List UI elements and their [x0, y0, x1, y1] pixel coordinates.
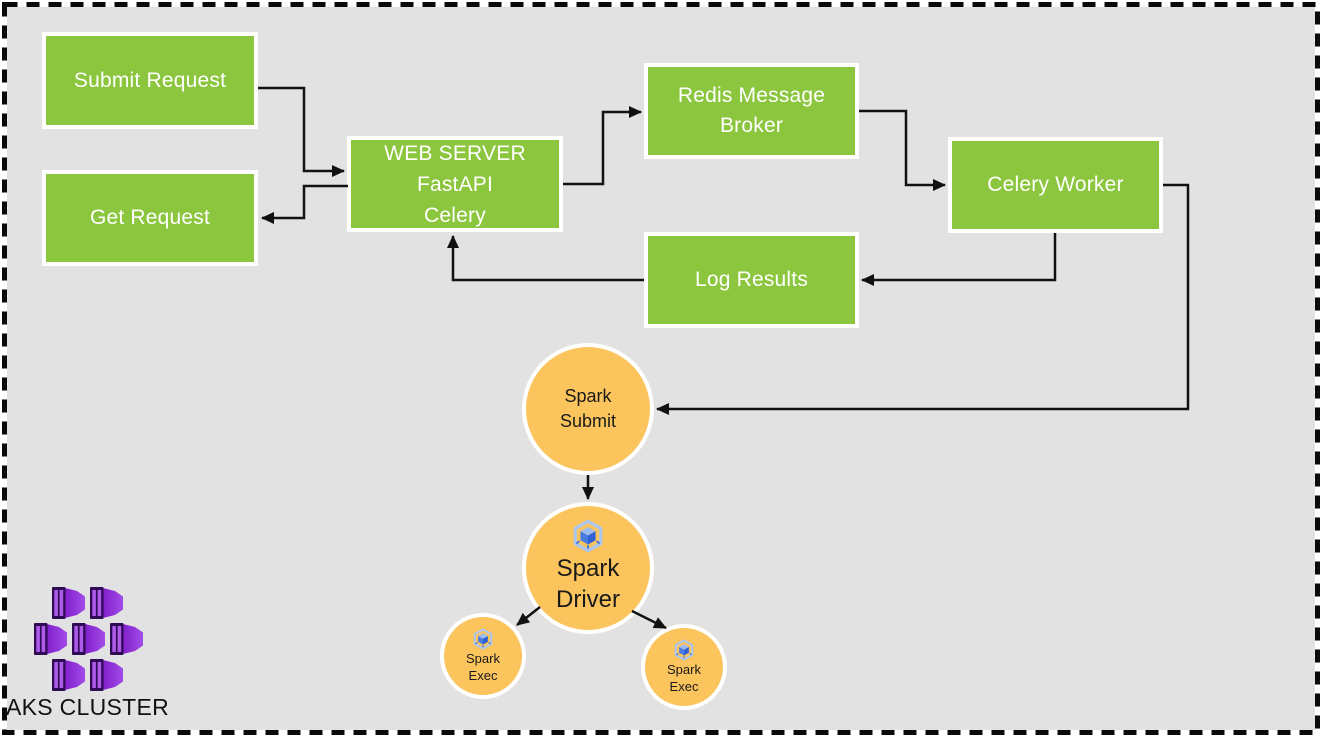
redis-broker-line-2: Broker — [719, 114, 784, 137]
spark-exec-line-2: Exec — [468, 667, 498, 683]
spark-submit-line-2: Submit — [559, 411, 617, 431]
spark-submit-line-1: Spark — [564, 386, 612, 406]
web-server-line-3: Celery — [424, 203, 486, 227]
hexagon-cube-icon — [674, 638, 694, 661]
submit-request-label: Submit Request — [73, 68, 227, 92]
cluster-title: AKS CLUSTER — [6, 694, 170, 720]
spark-driver-node: Spark Driver — [522, 502, 654, 634]
spark-submit-node: Spark Submit — [522, 343, 654, 475]
hexagon-cube-icon — [573, 519, 603, 553]
spark-driver-line-2: Driver — [556, 586, 620, 613]
log-results-node: Log Results — [644, 232, 859, 328]
redis-broker-node: Redis Message Broker — [644, 63, 859, 159]
celery-worker-label: Celery Worker — [987, 173, 1124, 196]
get-request-label: Get Request — [89, 206, 211, 229]
submit-request-node: Submit Request — [42, 32, 258, 129]
spark-exec-line-1: Spark — [667, 661, 701, 677]
web-server-line-2: FastAPI — [416, 172, 494, 196]
spark-exec-node-2: Spark Exec — [641, 624, 727, 710]
celery-worker-node: Celery Worker — [948, 137, 1163, 233]
get-request-node: Get Request — [42, 170, 258, 266]
web-server-node: WEB SERVER FastAPI Celery — [347, 136, 563, 232]
spark-exec-line-2: Exec — [669, 678, 699, 694]
web-server-line-1: WEB SERVER — [384, 141, 526, 165]
aks-cluster-icon — [34, 587, 143, 691]
log-results-label: Log Results — [694, 268, 809, 291]
spark-exec-line-1: Spark — [466, 650, 500, 666]
redis-broker-line-1: Redis Message — [677, 84, 826, 107]
hexagon-cube-icon — [473, 627, 493, 650]
spark-driver-line-1: Spark — [556, 555, 620, 582]
spark-exec-node-1: Spark Exec — [440, 613, 526, 699]
